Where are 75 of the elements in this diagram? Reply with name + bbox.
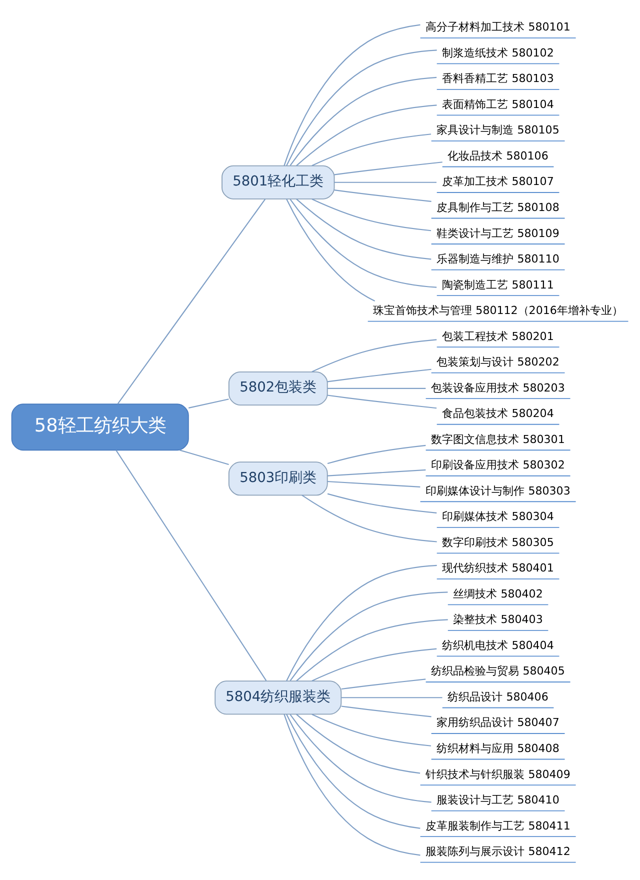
node-text: 染整技术 580403 bbox=[453, 613, 543, 626]
node-text: 高分子材料加工技术 580101 bbox=[426, 20, 570, 34]
node-text: 表面精饰工艺 580104 bbox=[442, 98, 554, 111]
connector bbox=[284, 714, 420, 856]
connector bbox=[327, 493, 437, 514]
connector bbox=[284, 24, 420, 166]
connector bbox=[312, 198, 432, 232]
connector bbox=[327, 469, 426, 476]
connector bbox=[286, 198, 376, 302]
connector bbox=[302, 494, 437, 542]
node-text: 包装策划与设计 580202 bbox=[436, 356, 560, 369]
connector bbox=[286, 564, 437, 682]
node-text: 香料香精工艺 580103 bbox=[442, 72, 554, 86]
node-box: 5802包装类 bbox=[228, 371, 328, 406]
connector bbox=[327, 388, 426, 390]
connector bbox=[290, 198, 437, 288]
node-box: 5803印刷类 bbox=[228, 462, 328, 496]
connector bbox=[180, 450, 229, 466]
connector bbox=[296, 198, 432, 260]
connector bbox=[290, 76, 437, 166]
connector bbox=[341, 678, 426, 690]
node-box: 5801轻化工类 bbox=[222, 165, 335, 200]
connector bbox=[296, 619, 448, 682]
node-text: 珠宝首饰技术与管理 580112（2016年增补专业） bbox=[373, 304, 623, 318]
node-text: 纺织机电技术 580404 bbox=[442, 638, 554, 652]
connector bbox=[290, 592, 448, 682]
connector bbox=[116, 450, 267, 682]
node-text: 包装工程技术 580201 bbox=[442, 330, 554, 343]
connector bbox=[188, 398, 229, 408]
connector bbox=[327, 444, 426, 464]
node-text: 家用纺织品设计 580407 bbox=[436, 716, 560, 730]
node-text: 皮革服装制作与工艺 580411 bbox=[426, 819, 570, 832]
connector bbox=[296, 714, 420, 774]
node-text: 数字印刷技术 580305 bbox=[442, 536, 554, 549]
node-text: 纺织品检验与贸易 580405 bbox=[431, 664, 565, 678]
node-text: 印刷媒体技术 580304 bbox=[442, 510, 554, 524]
node-text: 印刷设备应用技术 580302 bbox=[431, 458, 565, 472]
node-text: 丝绸技术 580402 bbox=[453, 587, 543, 600]
connector bbox=[334, 182, 436, 183]
connector bbox=[327, 480, 420, 488]
node-text: 服装设计与工艺 580410 bbox=[436, 794, 560, 807]
connector bbox=[286, 714, 420, 829]
node-text: 皮具制作与工艺 580108 bbox=[436, 200, 560, 214]
node-text: 乐器制造与维护 580110 bbox=[436, 252, 560, 266]
node-text: 数字图文信息技术 580301 bbox=[431, 432, 565, 446]
node-text: 皮革加工技术 580107 bbox=[442, 175, 554, 188]
node-text: 印刷媒体设计与制作 580303 bbox=[426, 484, 570, 498]
connector bbox=[341, 706, 432, 718]
connector bbox=[286, 50, 437, 166]
node-text: 纺织品设计 580406 bbox=[448, 690, 548, 704]
connector bbox=[290, 714, 432, 803]
connector bbox=[296, 104, 437, 166]
connector bbox=[334, 190, 432, 202]
node-text: 化妆品技术 580106 bbox=[448, 149, 548, 162]
connector bbox=[117, 198, 266, 404]
node-text: 服装陈列与展示设计 580412 bbox=[426, 845, 570, 858]
node-text: 针织技术与针织服装 580409 bbox=[426, 768, 570, 781]
node-text: 现代纺织技术 580401 bbox=[442, 562, 554, 575]
node-text: 陶瓷制造工艺 580111 bbox=[442, 278, 554, 292]
connector bbox=[312, 134, 432, 166]
node-box: 5804纺织服装类 bbox=[214, 680, 342, 715]
node-text: 包装设备应用技术 580203 bbox=[431, 381, 565, 394]
node-text: 鞋类设计与工艺 580109 bbox=[436, 226, 560, 240]
connector bbox=[312, 339, 437, 372]
connector bbox=[334, 162, 442, 176]
node-box: 58轻工纺织大类 bbox=[11, 404, 189, 451]
connector bbox=[327, 368, 432, 382]
connector bbox=[341, 697, 442, 698]
node-text: 食品包装技术 580204 bbox=[442, 407, 554, 420]
node-text: 制浆造纸技术 580102 bbox=[442, 46, 554, 60]
connector bbox=[312, 714, 432, 746]
connector bbox=[327, 394, 437, 409]
connector bbox=[312, 648, 437, 682]
node-text: 纺织材料与应用 580408 bbox=[436, 742, 560, 755]
node-text: 家具设计与制造 580105 bbox=[436, 124, 560, 137]
